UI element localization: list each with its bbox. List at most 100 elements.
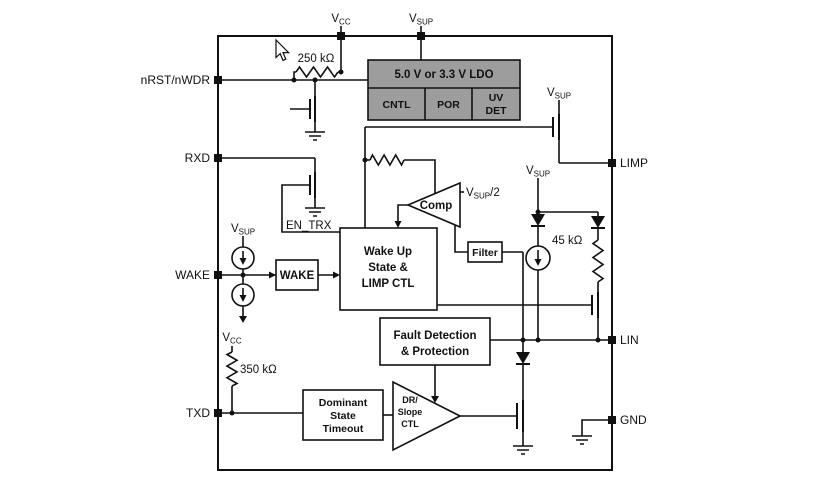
wake-block-label: WAKE (280, 270, 315, 282)
ldo-block-dividers (368, 87, 520, 120)
vsup-pin (417, 32, 425, 40)
ic-boundary-box (217, 35, 613, 471)
junction-dots (229, 69, 601, 416)
ground-gnd-pin (572, 435, 592, 445)
arrowheads (239, 221, 439, 403)
limp-pin (608, 159, 616, 167)
slope-control-triangle (392, 380, 462, 452)
wakeup-line1: Wake Up (364, 246, 412, 258)
rxd-pin (214, 154, 222, 162)
wakeup-line2: State & (368, 262, 408, 274)
mouse-cursor (275, 38, 291, 62)
wake-sink-arrow (239, 316, 247, 323)
resistor-250k (295, 65, 339, 79)
comp-output-arrow (394, 221, 402, 228)
r350-label: 350 kΩ (240, 364, 277, 376)
txd-pin-label: TXD (186, 406, 210, 420)
wake-pin-label: WAKE (175, 268, 210, 282)
vcc-internal-label: VCC (222, 332, 241, 346)
wakeup-line3: LIMP CTL (362, 278, 415, 290)
vsup-diode-rail (537, 178, 599, 216)
vsup-termination-label: VSUP (526, 165, 550, 179)
nrst-mosfet (309, 96, 316, 122)
vcc-label: VCC (331, 13, 350, 27)
limp-driver-wire (558, 100, 612, 164)
resistor-350k (225, 351, 239, 387)
comparator-triangle (405, 181, 461, 229)
filter-input-wire (502, 251, 524, 340)
labels: VCC VSUP nRST/nWDR RXD WAKE TXD LIMP LIN… (141, 13, 648, 435)
vsup-half-label: VSUP/2 (466, 187, 500, 201)
fault-detection-block (379, 317, 491, 366)
wake-pin-arrow (269, 271, 276, 279)
r250-label: 250 kΩ (298, 53, 335, 65)
comp-output-wire (397, 204, 408, 221)
gnd-pin (608, 416, 616, 424)
lin-driver-mosfet (516, 400, 524, 432)
fault-protection-arrow (431, 396, 439, 403)
diode-current-source (531, 214, 545, 227)
ldo-block-label: 5.0 V or 3.3 V LDO (394, 69, 493, 81)
lin-termination-mosfet (591, 292, 599, 318)
limp-pin-label: LIMP (620, 156, 648, 170)
lin-pin (608, 336, 616, 344)
vsup-limp-label: VSUP (547, 87, 571, 101)
wakeup-state-block (339, 227, 438, 311)
txd-pin (214, 409, 222, 417)
wake-block (275, 259, 319, 291)
slope-line3: CTL (401, 419, 419, 429)
dst-line1: Dominant (319, 397, 368, 409)
ground-nrst (305, 131, 325, 141)
lin-pin-label: LIN (620, 333, 639, 347)
comp-feed-right-lead (404, 159, 436, 195)
vsup-label: VSUP (409, 13, 433, 27)
pin-terminals (214, 32, 616, 424)
dst-line2: State (330, 410, 356, 422)
ground-symbols (305, 131, 592, 455)
gnd-pin-wire (581, 419, 612, 436)
vsup-wake-label: VSUP (231, 223, 255, 237)
nrst-mosfet-leads (290, 80, 316, 132)
ground-rxd (305, 207, 325, 217)
resistor-comp-feed (369, 153, 405, 167)
dst-line3: Timeout (323, 423, 364, 435)
wires (222, 26, 612, 446)
limp-mosfet (552, 114, 560, 140)
cntl-label: CNTL (383, 99, 412, 111)
fault-line1: Fault Detection (393, 330, 476, 342)
nrst-pin-label: nRST/nWDR (141, 73, 211, 87)
wake-current-source-upper (231, 246, 255, 270)
vcc-pin (337, 32, 345, 40)
nrst-pin (214, 76, 222, 84)
functional-blocks (275, 59, 521, 452)
gnd-pin-label: GND (620, 413, 647, 427)
filter-label: Filter (472, 247, 498, 259)
filter-block (467, 241, 503, 263)
comp-label: Comp (420, 200, 453, 212)
r250-left-lead (293, 71, 296, 80)
fault-line2: & Protection (401, 346, 469, 358)
dominant-state-timeout-block (302, 389, 384, 441)
diodes (516, 214, 605, 365)
resistor-45k (591, 239, 605, 283)
current-sources (231, 245, 551, 307)
filter-output-wire (454, 225, 468, 253)
wake-pin (214, 271, 222, 279)
uv-label: UV (489, 92, 504, 104)
lin-pullup-current-source (525, 245, 551, 271)
en-trx-wire (281, 184, 340, 233)
limp-gate-wire (364, 126, 553, 228)
ldo-block (367, 59, 521, 121)
diode-lin-driver (516, 352, 530, 365)
en-trx-label: EN_TRX (286, 220, 332, 232)
diode-termination (591, 216, 605, 229)
mosfets (309, 96, 599, 432)
slope-line1: DR/ (402, 395, 418, 405)
por-label: POR (437, 99, 460, 111)
slope-line2: Slope (398, 407, 423, 417)
det-label: DET (486, 105, 508, 117)
rxd-pin-label: RXD (185, 151, 211, 165)
r45-label: 45 kΩ (552, 235, 583, 247)
ground-driver (513, 445, 533, 455)
